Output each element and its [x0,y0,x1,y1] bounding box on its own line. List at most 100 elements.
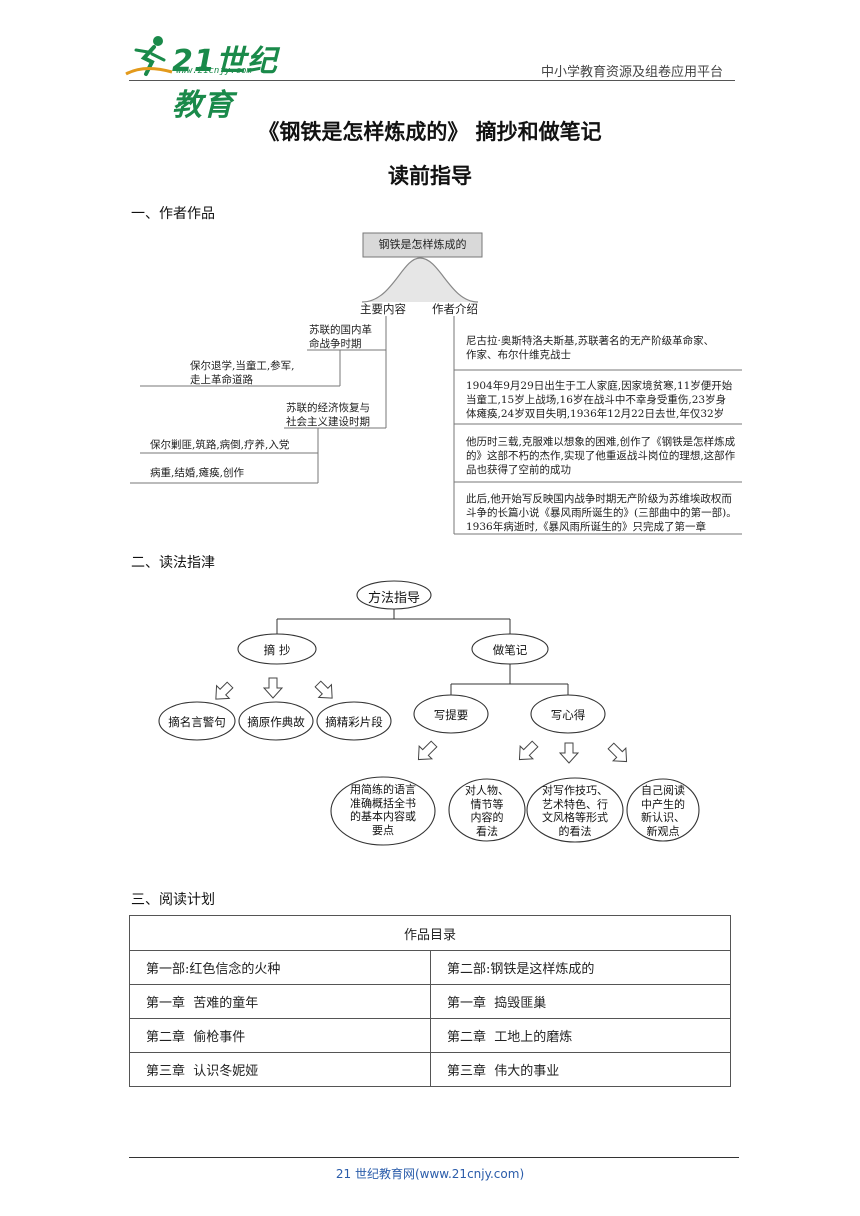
book-title-box [362,232,483,258]
table-cell: 第二章 偷枪事件 [129,1018,431,1053]
method-connector-lines [276,609,569,695]
summary-detail-text: 用简练的语言 准确概括全书 的基本内容或 要点 [336,783,430,837]
table-row: 第一部:红色信念的火种 第二部:钢铁是这样炼成的 [129,950,731,985]
table-header-row: 作品目录 [129,915,731,951]
feelings-label: 写心得 [550,708,586,722]
excerpt-item-node [158,701,236,741]
intro-item: 此后,他开始写反映国内战争时期无产阶级为苏维埃政权而 斗争的长篇小说《暴风雨所诞… [466,492,737,534]
footer-text: 21 世纪教育网(www.21cnjy.com) [335,1167,525,1181]
table-header: 作品目录 [129,915,731,951]
excerpt-item-label: 摘精彩片段 [325,715,383,729]
hollow-arrows [215,677,628,764]
feeling-detail-text: 自己阅读 中产生的 新认识、 新观点 [630,784,696,838]
intro-text-line: 斗争的长篇小说《暴风雨所诞生的》(三部曲中的第一部)。 [466,507,737,519]
section-heading-author: 一、作者作品 [131,206,215,222]
page-title: 《钢铁是怎样炼成的》 摘抄和做笔记 [258,119,602,144]
right-tree-lines [453,316,742,535]
period1-line1: 苏联的国内革 [309,324,372,336]
footer-divider [129,1157,739,1158]
table-cell: 第二部:钢铁是这样炼成的 [430,950,731,985]
intro-text-line: 作家、布尔什维克战士 [466,349,571,361]
method-diagram [158,580,700,846]
detail-line: 用简练的语言 [350,783,416,796]
intro-item: 尼古拉·奥斯特洛夫斯基,苏联著名的无产阶级革命家、 作家、布尔什维克战士 [466,334,714,362]
detail-line: 文风格等形式 [542,811,608,824]
table-cell: 第一部:红色信念的火种 [129,950,431,985]
detail-line: 情节等 [470,797,504,811]
feeling-detail-node [448,778,526,842]
notes-label: 做笔记 [492,643,528,657]
main-content-label: 主要内容 [360,302,406,316]
detail-line: 自己阅读 [641,784,685,797]
detail-line: 对写作技巧、 [542,784,608,797]
intro-text-line: 1904年9月29日出生于工人家庭,因家境贫寒,11岁便开始 [466,380,733,392]
table-row: 第一章 苦难的童年 第一章 捣毁匪巢 [129,984,731,1019]
item1-line1: 保尔退学,当童工,参军, [190,360,295,372]
arrow-down-icon [558,742,580,764]
table-cell: 第二章 工地上的磨炼 [430,1018,731,1053]
detail-line: 准确概括全书 [350,796,416,810]
header-divider [129,80,735,81]
feeling-detail-node [626,778,700,842]
intro-text-line: 体瘫痪,24岁双目失明,1936年12月22日去世,年仅32岁 [466,408,725,420]
detail-line: 新观点 [646,824,680,838]
detail-line: 新认识、 [641,811,685,824]
reading-plan-table: 作品目录 第一部:红色信念的火种 第二部:钢铁是这样炼成的 第一章 苦难的童年 … [129,915,731,1087]
platform-name: 中小学教育资源及组卷应用平台 [541,65,724,80]
intro-text-line: 品也获得了空前的成功 [466,464,571,476]
table-cell: 第三章 认识冬妮娅 [129,1052,431,1087]
detail-line: 看法 [476,824,498,838]
excerpt-item-node [316,701,392,741]
left-tree-lines [130,316,387,484]
excerpt-item-label: 摘名言警句 [168,715,226,729]
intro-text-line: 尼古拉·奥斯特洛夫斯基,苏联著名的无产阶级革命家、 [466,335,715,347]
book-mindmap [130,232,742,535]
period1-line2: 命战争时期 [309,338,362,350]
intro-item: 他历时三载,克服难以想象的困难,创作了《钢铁是怎样炼成 的》这部不朽的杰作,实现… [466,435,735,477]
excerpt-item-label: 摘原作典故 [247,715,305,729]
excerpt-item-node [238,701,314,741]
table-cell: 第一章 捣毁匪巢 [430,984,731,1019]
detail-line: 对人物、 [465,784,509,797]
item3-text: 病重,结婚,瘫痪,创作 [150,467,245,479]
summary-label: 写提要 [433,708,469,722]
arrow-down-right-icon [314,680,333,699]
item2-text: 保尔剿匪,筑路,病倒,疗养,入党 [150,439,290,451]
bell-curve [361,257,479,303]
table-cell: 第一章 苦难的童年 [129,984,431,1019]
book-title-label: 钢铁是怎样炼成的 [378,238,467,251]
method-root-label: 方法指导 [367,591,420,606]
arrow-down-icon [262,677,284,699]
detail-line: 内容的 [470,811,504,824]
detail-line: 艺术特色、行 [542,797,608,811]
section-heading-plan: 三、阅读计划 [131,892,215,908]
intro-text-line: 此后,他开始写反映国内战争时期无产阶级为苏维埃政权而 [466,493,732,505]
detail-line: 中产生的 [641,797,685,811]
period2-line2: 社会主义建设时期 [286,416,370,428]
intro-text-line: 的》这部不朽的杰作,实现了他重返战斗岗位的理想,这部作 [466,450,736,462]
table-cell: 第三章 伟大的事业 [430,1052,731,1087]
site-logo: 21世纪教育 www.21cnjy.com [124,34,294,123]
logo-main-text: 21世纪教育 [172,44,278,123]
summary-detail-node [330,776,436,846]
arrow-down-left-icon [518,740,539,761]
detail-line: 要点 [372,823,394,837]
intro-item: 1904年9月29日出生于工人家庭,因家境贫寒,11岁便开始 当童工,15岁上战… [466,379,732,421]
page-subtitle: 读前指导 [388,163,472,188]
period2-line1: 苏联的经济恢复与 [286,402,370,414]
table-row: 第三章 认识冬妮娅 第三章 伟大的事业 [129,1052,731,1087]
section-heading-method: 二、读法指津 [131,555,215,571]
detail-line: 的基本内容或 [350,810,416,823]
arrow-down-right-icon [607,742,628,763]
excerpt-label: 摘 抄 [263,643,291,657]
intro-text-line: 当童工,15岁上战场,16岁在战斗中不幸身受重伤,23岁身 [466,394,727,406]
intro-text-line: 1936年病逝时,《暴风雨所诞生的》只完成了第一章 [466,521,707,533]
feeling-detail-node [526,777,624,843]
intro-text-line: 他历时三载,克服难以想象的困难,创作了《钢铁是怎样炼成 [466,436,736,448]
item1-line2: 走上革命道路 [190,374,253,386]
table-row: 第二章 偷枪事件 第二章 工地上的磨炼 [129,1018,731,1053]
runner-logo-icon [125,36,173,76]
arrow-down-left-icon [215,681,234,700]
detail-line: 的看法 [558,824,592,838]
author-intro-label: 作者介绍 [432,302,478,316]
